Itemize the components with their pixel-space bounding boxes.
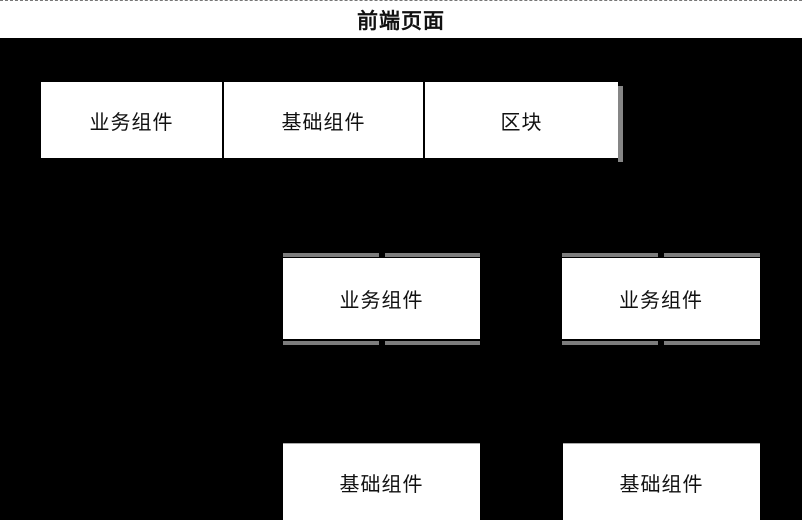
- node-label: 基础组件: [619, 473, 704, 496]
- component-row: 业务组件 基础组件 区块: [41, 82, 618, 158]
- connector-stub-top: [562, 253, 760, 257]
- connector-stub-bottom: [562, 341, 760, 345]
- node-block: 区块: [425, 82, 618, 158]
- connector-notch: [378, 253, 385, 257]
- mid-node-group-right: 业务组件: [562, 253, 760, 345]
- node-label: 业务组件: [619, 290, 703, 312]
- header-band: 前端页面: [0, 0, 802, 38]
- row-right-shadow: [618, 86, 623, 162]
- node-label: 业务组件: [339, 290, 424, 312]
- divider: [283, 339, 480, 341]
- connector-notch: [658, 253, 664, 257]
- mid-node-group-left: 业务组件: [283, 253, 480, 345]
- connector-stub-bottom: [283, 341, 480, 345]
- divider: [562, 257, 760, 258]
- node-base-component: 基础组件: [224, 82, 425, 158]
- node-business-component-mid-left: 业务组件: [283, 258, 480, 339]
- connector-notch: [378, 341, 385, 345]
- node-label: 基础组件: [281, 111, 366, 134]
- divider: [283, 257, 480, 258]
- node-label: 基础组件: [339, 473, 424, 496]
- node-label: 区块: [500, 111, 543, 134]
- node-base-component-bottom-right: 基础组件: [563, 443, 760, 520]
- node-label: 业务组件: [89, 111, 174, 134]
- node-business-component: 业务组件: [41, 82, 224, 158]
- node-base-component-bottom-left: 基础组件: [283, 443, 480, 520]
- page-title: 前端页面: [357, 9, 445, 33]
- connector-notch: [658, 341, 664, 345]
- divider: [562, 339, 760, 341]
- node-business-component-mid-right: 业务组件: [562, 258, 760, 339]
- connector-stub-top: [283, 253, 480, 257]
